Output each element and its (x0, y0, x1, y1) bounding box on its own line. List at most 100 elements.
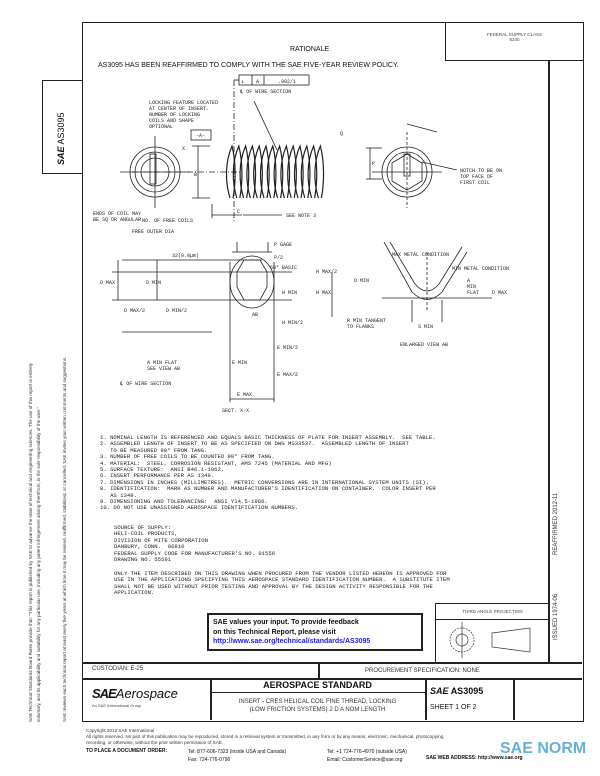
dim-p: P (372, 161, 375, 167)
source-of-supply: SOURCE OF SUPPLY: HELI-COIL PRODUCTS, DI… (114, 524, 276, 564)
dim-d-max: D MAX (492, 290, 507, 296)
ends-note: BE SQ OR ANGULAR (93, 217, 141, 223)
section-x-label: X (182, 146, 185, 152)
dim-b: B (194, 172, 197, 178)
enlarged-view-title: ENLARGED VIEW AB (400, 342, 448, 348)
web-address[interactable]: SAE WEB ADDRESS: http://www.sae.org (426, 755, 523, 761)
feedback-text: SAE values your input. To provide feedba… (213, 619, 359, 626)
insert-drawing: ⊥ A .002/1 ℄ OF WIRE SECTION LOCKING FEA… (93, 74, 509, 414)
approval-statement: ONLY THE ITEM DESCRIBED ON THIS DRAWING … (114, 570, 450, 597)
coil-loop (239, 144, 250, 199)
a-min-flat-note: A MIN FLAT (147, 360, 177, 366)
fcf-datum: A (256, 79, 259, 85)
see-note-label: SEE NOTE 3 (286, 213, 316, 219)
p-gage: P GAGE (274, 242, 292, 248)
locking-note: NUMBER OF LOCKING (149, 112, 200, 118)
divider (318, 662, 320, 678)
dim-d-min: D MIN (354, 278, 369, 284)
sae-aerospace-logo: SAEAerospace (92, 686, 178, 701)
fsc-value: 5340 (509, 37, 520, 42)
dim-c: C (237, 209, 240, 215)
order-contacts-intl: Tel: +1 724-776-4970 (outside USA)Email:… (327, 749, 407, 763)
dim-e-max: E MAX (237, 392, 252, 398)
datum-a: -A- (196, 133, 205, 139)
dim-d-min: D MIN (146, 280, 161, 286)
disclaimer-line: SAE Technical Standards Board Rules prov… (28, 363, 33, 722)
title-doc-number: SAE AS3095 (430, 686, 484, 696)
free-coils-label: NO. OF FREE COILS (142, 218, 193, 224)
document-type: AEROSPACE STANDARD (263, 680, 372, 690)
sheet-number: SHEET 1 OF 2 (430, 704, 477, 711)
order-label: TO PLACE A DOCUMENT ORDER: (86, 748, 168, 754)
a-flat-label: A (467, 278, 470, 284)
coil-loop (280, 144, 291, 199)
drawing-frame (82, 22, 584, 722)
fsc-label: FEDERAL SUPPLY CLASS (486, 32, 543, 37)
watermark-logo: SAE NORM (500, 740, 587, 757)
dim-d-min-half: D MIN/2 (166, 308, 187, 314)
coil-loop (266, 144, 277, 199)
issued-date: ISSUED 1974-06 (553, 593, 559, 640)
dim-h-max: H MAX (316, 290, 331, 296)
feedback-box: SAE values your input. To provide feedba… (207, 613, 423, 651)
disclaimer-line: SAE reviews each technical report at lea… (62, 356, 67, 722)
dim-h-min: H MIN (282, 290, 297, 296)
fcf-symbol: ⊥ (241, 79, 244, 85)
feedback-text: on this Technical Report, please visit (213, 628, 336, 636)
locking-note: LOCKING FEATURE LOCATED (149, 100, 218, 106)
disclaimer-line: voluntary, and its applicability and sui… (36, 406, 41, 722)
divider (82, 678, 582, 680)
coil-loop (253, 144, 263, 199)
projection-label: THIRD ANGLE PROJECTION (436, 609, 549, 620)
notch-note: FIRST COIL (460, 180, 490, 186)
projection-symbol-icon (449, 622, 531, 658)
coil-loop (307, 144, 318, 199)
a-flat-label: MIN (467, 284, 476, 290)
document-title: INSERT - CRES HELICAL COIL FINE THREAD, … (238, 699, 397, 713)
dim-h-max-half: H MAX/2 (316, 269, 337, 275)
r-min-note: TO FLANKS (347, 324, 374, 330)
coil-loop (259, 144, 270, 199)
side-doc-number: SAE AS3095 (56, 112, 66, 165)
dim-e-min: E MIN (232, 360, 247, 366)
dim-d-max-half: D MAX/2 (124, 308, 145, 314)
dim-h-min-half: H MIN/2 (282, 320, 303, 326)
coil-loop (232, 144, 243, 199)
dim-e-min-half: E MIN/2 (277, 345, 298, 351)
logo-subtitle: An SAE International Group (92, 703, 142, 708)
dim-s-min: S MIN (418, 324, 433, 330)
max-metal-label: MAX METAL CONDITION (392, 252, 449, 258)
coil-loop (246, 144, 257, 199)
min-metal-label: MIN METAL CONDITION (452, 266, 509, 272)
a-min-flat-note: SEE VIEW AB (147, 366, 180, 372)
rationale-title: RATIONALE (290, 46, 330, 53)
coil-loop (293, 144, 304, 199)
basic-angle: 60° BASIC (270, 265, 297, 271)
locking-note: OPTIONAL (149, 124, 173, 130)
locking-note: COILS AND SHAPE (149, 118, 194, 124)
wire-section-label: ℄ OF WIRE SECTION (239, 89, 291, 95)
dim-q: Q (340, 131, 343, 137)
section-title: SECT. X-X (222, 408, 249, 414)
p-half: P/2 (274, 255, 283, 261)
ends-note: ENDS OF COIL MAY (93, 211, 141, 217)
custodian: CUSTODIAN: E-25 (92, 666, 144, 672)
coil-loop (273, 144, 284, 199)
drawing-notes: 1. NOMINAL LENGTH IS REFERENCED AND EQUA… (100, 434, 436, 512)
rationale-text: AS3095 HAS BEEN REAFFIRMED TO COMPLY WIT… (98, 62, 399, 69)
locking-note: AT CENTER OF INSERT. (149, 106, 209, 112)
r-min-note: R MIN TANGENT (347, 318, 386, 324)
procurement-spec: PROCUREMENT SPECIFICATION: NONE (365, 668, 480, 674)
feedback-link[interactable]: http://www.sae.org/technical/standards/A… (213, 638, 371, 645)
coil-loop (300, 144, 311, 199)
notch-note: TOP FACE OF (460, 174, 493, 180)
side-doc-box (42, 80, 83, 174)
view-ab-marker: AB (252, 312, 258, 318)
order-contacts: Tel: 877-606-7323 (inside USA and Canada… (188, 749, 287, 763)
reaffirmed-date: REAFFIRMED 2012-11 (553, 492, 559, 555)
divider (82, 662, 582, 664)
fcf-tolerance: .002/1 (278, 79, 296, 85)
right-strip-divider (548, 60, 550, 663)
